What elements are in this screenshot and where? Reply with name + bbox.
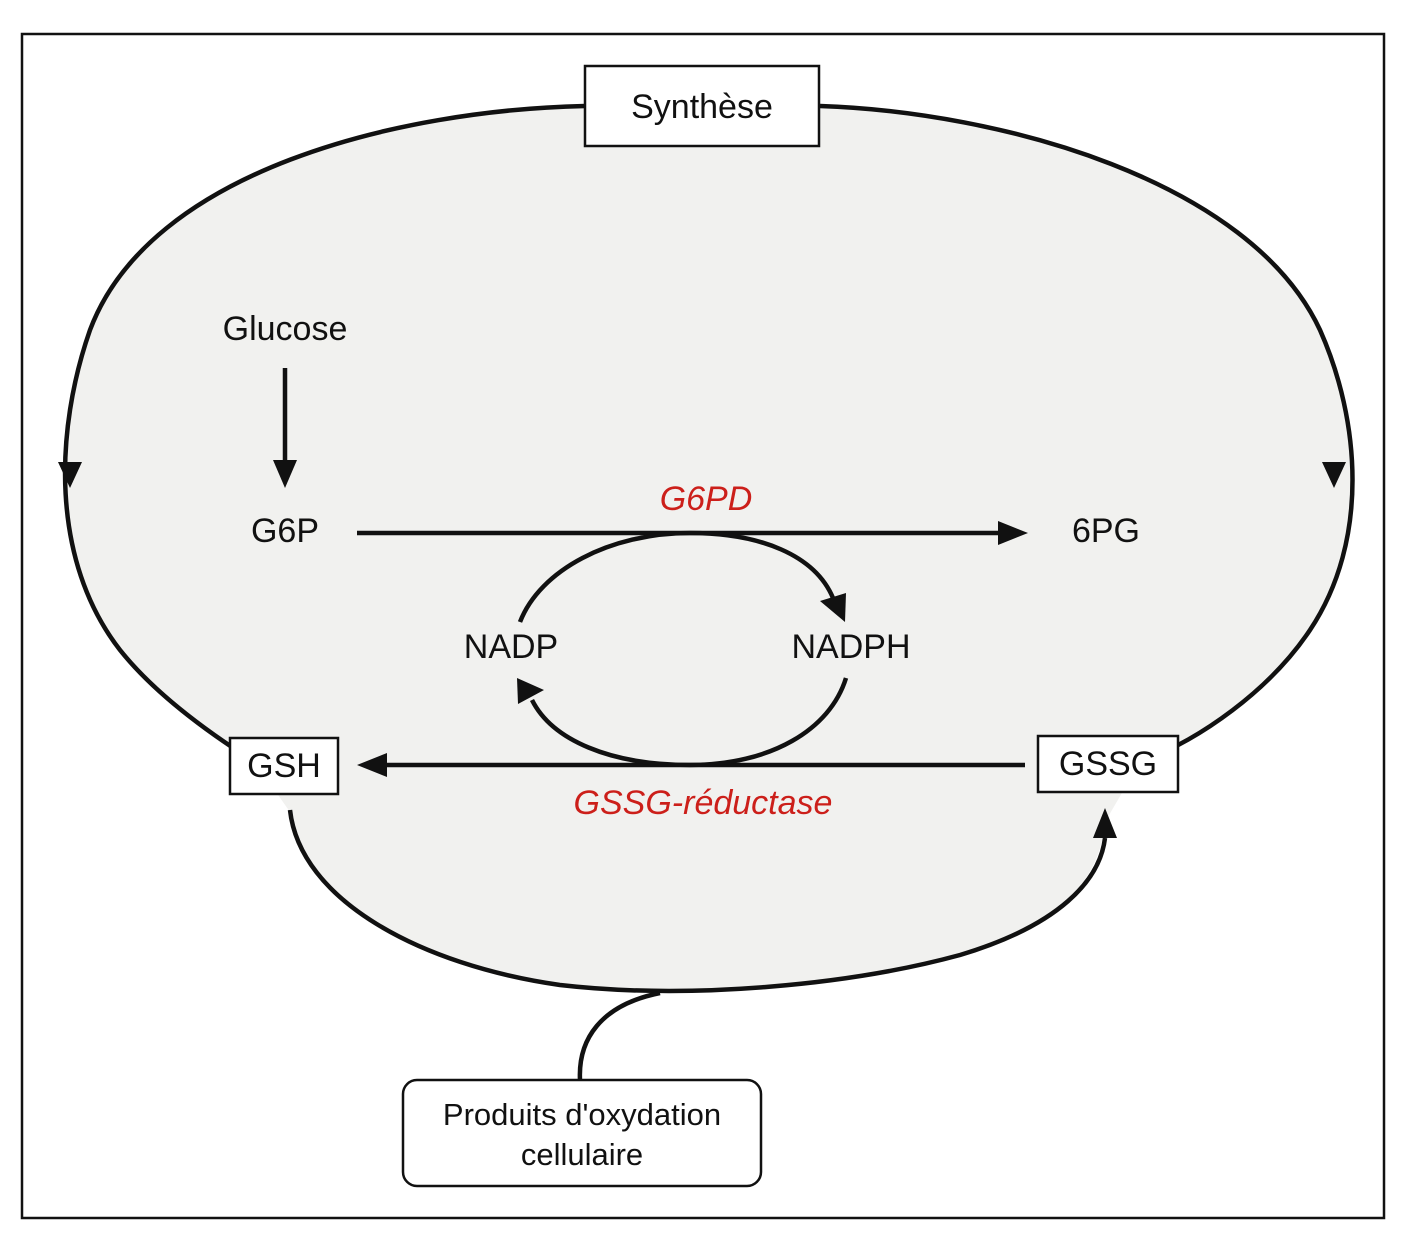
nadph-arrowhead — [820, 593, 846, 622]
synthesis-loop-left — [62, 103, 586, 764]
nadp-arrowhead — [517, 678, 544, 704]
glucose-label: Glucose — [223, 310, 348, 348]
g6p-label: G6P — [251, 512, 319, 550]
synthesis-loop-right — [819, 103, 1355, 765]
left-down-arrowhead — [58, 462, 82, 488]
synthese-box — [583, 64, 821, 148]
gssg-box — [1036, 734, 1180, 794]
synthese-label: Synthèse — [631, 88, 773, 126]
gssg-to-gsh-arrowhead — [357, 753, 387, 777]
gsh-box — [228, 736, 340, 796]
gssg-up-arrowhead — [1093, 808, 1117, 838]
products-branch — [577, 990, 661, 1081]
gssg-label: GSSG — [1059, 745, 1157, 783]
g6p-to-6pg-arrowhead — [998, 521, 1028, 545]
g6pd-enzyme-label: G6PD — [660, 480, 753, 518]
right-down-arrowhead — [1322, 462, 1346, 488]
6pg-label: 6PG — [1072, 512, 1140, 550]
nadph-to-nadp-arc — [529, 677, 849, 768]
glucose-arrowhead — [273, 460, 297, 488]
oxidation-products-line1: Produits d'oxydation — [443, 1097, 721, 1132]
gsh-label: GSH — [247, 747, 321, 785]
nadp-label: NADP — [464, 628, 558, 666]
oxidation-loop — [287, 809, 1108, 994]
oxidation-products-box — [401, 1078, 763, 1188]
oxidation-products-line2: cellulaire — [521, 1137, 643, 1172]
nadph-label: NADPH — [791, 628, 910, 666]
gssg-reductase-enzyme-label: GSSG-réductase — [574, 784, 833, 822]
nadp-to-nadph-arc — [517, 530, 836, 623]
